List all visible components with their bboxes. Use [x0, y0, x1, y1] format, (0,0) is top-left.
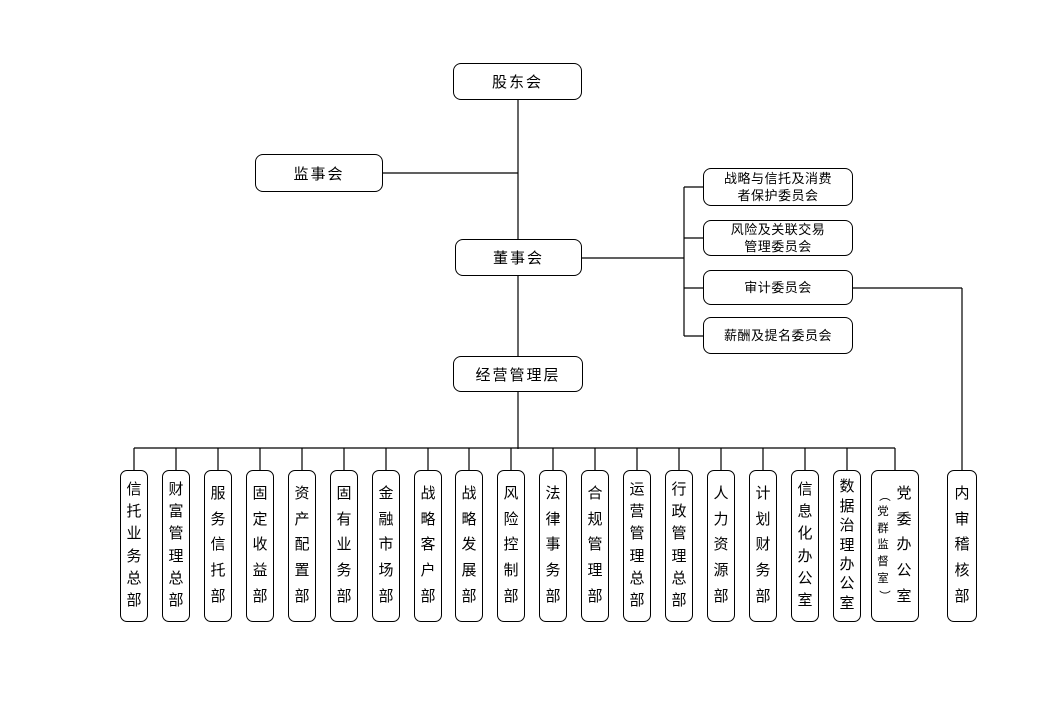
management-level-label: 经营管理层 — [475, 367, 561, 384]
party-office-sub-label: （党群监督室） — [877, 490, 890, 602]
node-board-of-supervisors: 监事会 — [255, 154, 383, 192]
dept-label: 内审稽核部 — [954, 485, 970, 606]
dept-risk-control: 风险控制部 — [497, 470, 525, 622]
dept-label: 固定收益部 — [252, 485, 268, 606]
dept-human-resources: 人力资源部 — [707, 470, 735, 622]
committee-label-line: 战略与信托及消费 — [723, 171, 832, 186]
dept-internal-audit: 内审稽核部 — [947, 470, 977, 622]
dept-label: 风险控制部 — [503, 485, 519, 606]
committee-audit: 审计委员会 — [703, 270, 853, 305]
dept-label: 数据治理办公室 — [839, 479, 855, 612]
committee-label-line: 审计委员会 — [744, 280, 812, 295]
dept-service-trust: 服务信托部 — [204, 470, 232, 622]
dept-label: 固有业务部 — [336, 485, 352, 606]
dept-legal-affairs: 法律事务部 — [539, 470, 567, 622]
committee-label-line: 管理委员会 — [744, 239, 812, 254]
dept-strategic-clients: 战略客户部 — [414, 470, 442, 622]
committee-strategy-trust-consumer-protection: 战略与信托及消费 者保护委员会 — [703, 168, 853, 206]
dept-label: 服务信托部 — [210, 485, 226, 606]
board-of-directors-label: 董事会 — [492, 251, 544, 267]
committee-label-line: 风险及关联交易 — [730, 222, 826, 237]
committee-label-line: 者保护委员会 — [737, 188, 819, 203]
connector-bus-stubs — [133, 448, 896, 470]
dept-label: 金融市场部 — [378, 485, 394, 606]
dept-trust-business: 信托业务总部 — [120, 470, 148, 622]
committee-label-line: 薪酬及提名委员会 — [723, 328, 832, 343]
committee-risk-related-transactions: 风险及关联交易 管理委员会 — [703, 220, 853, 256]
dept-label: 信托业务总部 — [126, 482, 142, 609]
dept-label: 计划财务部 — [755, 485, 771, 606]
dept-party-committee-office: （党群监督室） 党委办公室 — [871, 470, 919, 622]
dept-strategic-development: 战略发展部 — [455, 470, 483, 622]
dept-label: 法律事务部 — [545, 485, 561, 606]
node-shareholders-meeting: 股东会 — [453, 63, 582, 100]
dept-planning-finance: 计划财务部 — [749, 470, 777, 622]
dept-fixed-income: 固定收益部 — [246, 470, 274, 622]
node-management-level: 经营管理层 — [453, 356, 583, 392]
dept-label: 行政管理总部 — [671, 482, 687, 609]
dept-label: 人力资源部 — [713, 485, 729, 606]
dept-label: 战略发展部 — [461, 485, 477, 606]
shareholders-meeting-label: 股东会 — [491, 75, 543, 91]
committee-remuneration-nomination: 薪酬及提名委员会 — [703, 317, 853, 354]
node-board-of-directors: 董事会 — [455, 239, 582, 276]
dept-label: 财富管理总部 — [168, 482, 184, 609]
dept-financial-markets: 金融市场部 — [372, 470, 400, 622]
dept-label: 战略客户部 — [420, 485, 436, 606]
dept-label: 资产配置部 — [294, 485, 310, 606]
board-of-supervisors-label: 监事会 — [293, 166, 345, 183]
dept-label: 运营管理总部 — [629, 482, 645, 609]
party-office-main-label: 党委办公室 — [896, 485, 912, 606]
dept-compliance-management: 合规管理部 — [581, 470, 609, 622]
dept-operations-management: 运营管理总部 — [623, 470, 651, 622]
dept-asset-allocation: 资产配置部 — [288, 470, 316, 622]
dept-administration-management: 行政管理总部 — [665, 470, 693, 622]
connector-committee-stubs — [684, 186, 703, 337]
dept-label: 信息化办公室 — [797, 482, 813, 609]
dept-proprietary-business: 固有业务部 — [330, 470, 358, 622]
dept-it-office: 信息化办公室 — [791, 470, 819, 622]
dept-data-governance-office: 数据治理办公室 — [833, 470, 861, 622]
dept-wealth-management: 财富管理总部 — [162, 470, 190, 622]
dept-label: 合规管理部 — [587, 485, 603, 606]
